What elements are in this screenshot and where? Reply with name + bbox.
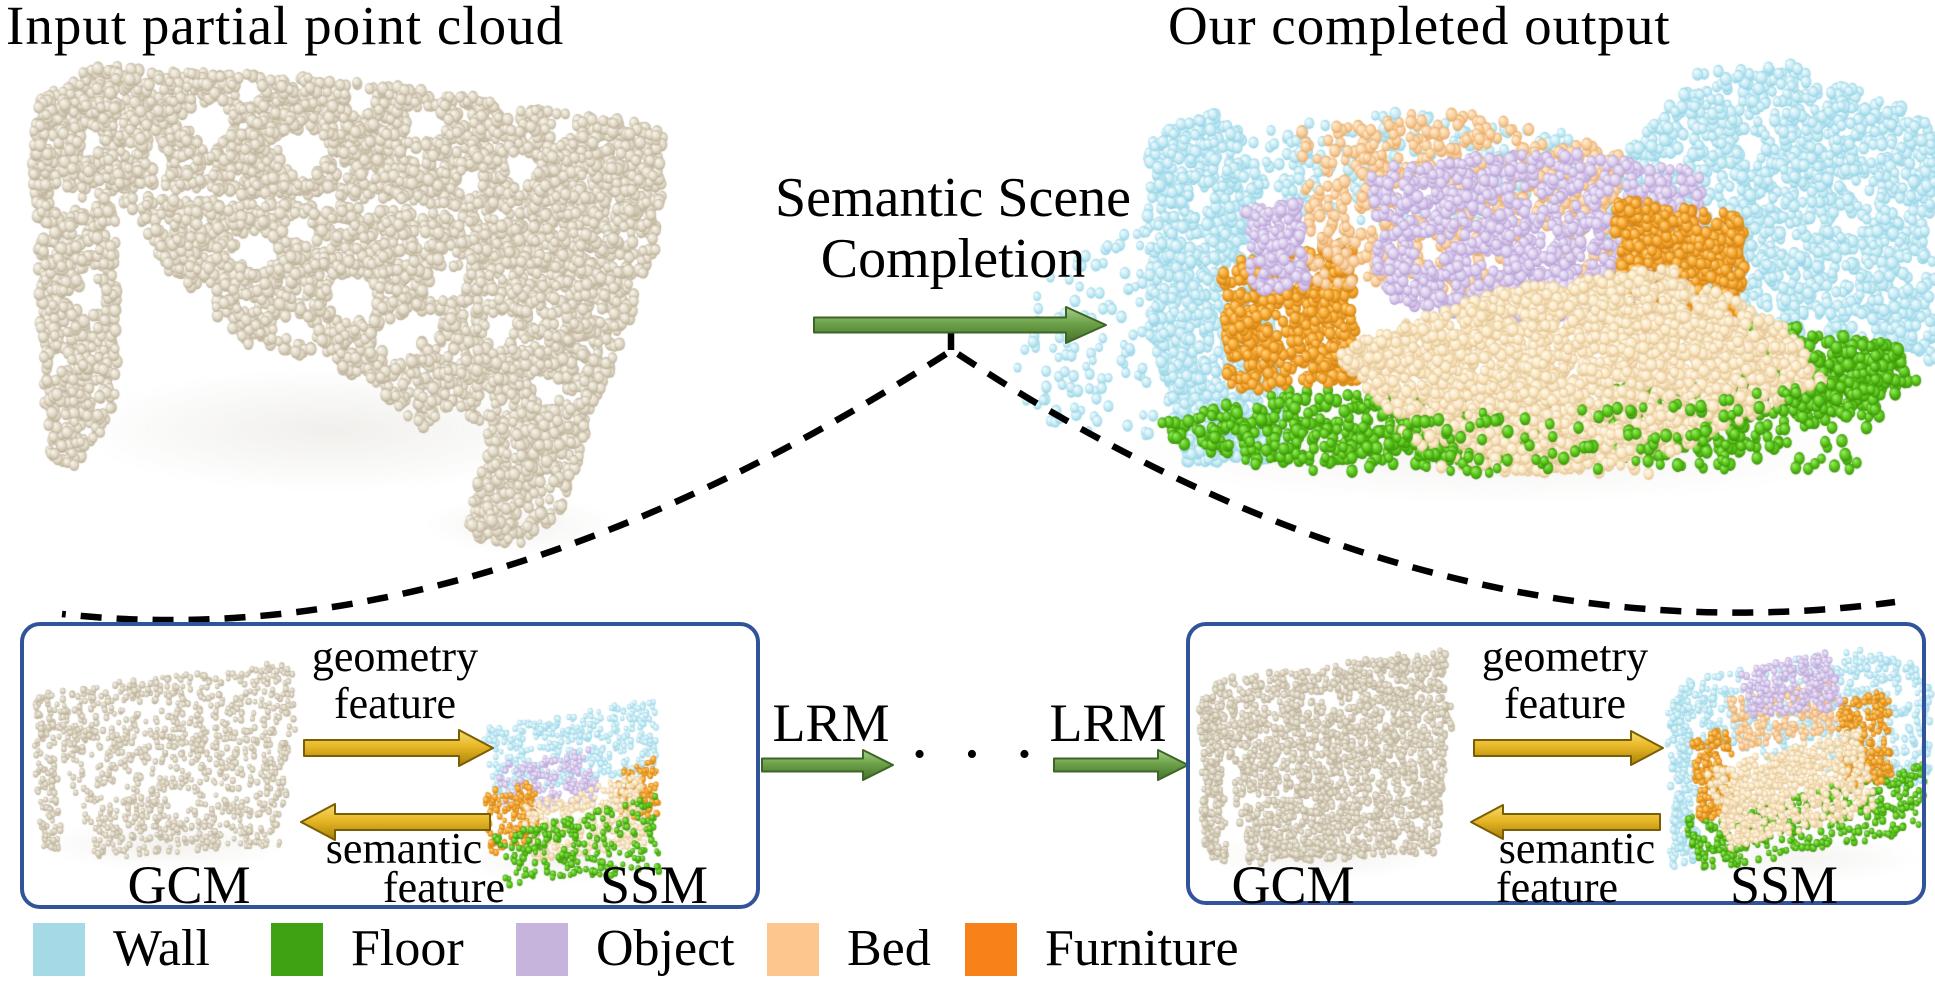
- process-label: Semantic Scene Completion: [753, 168, 1153, 290]
- geometry-feature-label-left: geometry feature: [235, 633, 555, 727]
- module-box-left: geometry feature semantic GCM feature SS…: [20, 622, 760, 915]
- process-label-line1: Semantic Scene: [774, 167, 1132, 229]
- legend-item-bed: Bed: [767, 922, 931, 976]
- output-title: Our completed output: [1168, 0, 1671, 56]
- legend-label: Furniture: [1045, 920, 1239, 977]
- lrm-ellipsis: • • •: [913, 736, 1047, 773]
- semantic-feature-word-left: feature: [382, 863, 506, 912]
- module-box-right: geometry feature semantic GCM feature SS…: [1186, 622, 1926, 915]
- legend-swatch-floor: [271, 922, 323, 976]
- geometry-feature-label-right: geometry feature: [1405, 633, 1725, 727]
- ssm-label-left: SSM: [599, 855, 709, 915]
- legend-swatch-wall: [33, 922, 85, 976]
- legend: Wall Floor Object Bed Furniture: [0, 922, 1935, 976]
- semantic-feature-arrow-left-module: [300, 803, 491, 841]
- legend-item-floor: Floor: [271, 922, 464, 976]
- geometry-feature-arrow-right-module: [1473, 730, 1664, 766]
- input-title: Input partial point cloud: [6, 0, 565, 56]
- lrm-label-1: LRM: [772, 693, 890, 753]
- lrm-arrow-2: [1053, 749, 1189, 781]
- dashed-connector-right: [956, 351, 1896, 616]
- legend-item-furniture: Furniture: [965, 922, 1239, 976]
- legend-item-wall: Wall: [33, 922, 210, 976]
- geometry-word: geometry: [311, 632, 479, 681]
- feature-word: feature: [1503, 679, 1627, 728]
- process-label-line2: Completion: [820, 228, 1086, 290]
- legend-label: Object: [596, 920, 735, 977]
- geometry-word: geometry: [1481, 632, 1649, 681]
- gcm-label-right: GCM: [1231, 855, 1355, 915]
- ssm-label-right: SSM: [1729, 855, 1839, 915]
- legend-swatch-object: [516, 922, 568, 976]
- semantic-scene-completion-arrow: [813, 306, 1107, 344]
- feature-word: feature: [333, 679, 457, 728]
- lrm-label-2: LRM: [1049, 693, 1167, 753]
- semantic-word-left: semantic: [325, 824, 483, 873]
- dashed-connector-left: [61, 351, 948, 624]
- legend-swatch-bed: [767, 922, 819, 976]
- semantic-feature-word-right: feature: [1495, 863, 1619, 912]
- legend-label: Bed: [847, 920, 931, 977]
- lrm-arrow-1: [761, 749, 894, 781]
- semantic-word-right: semantic: [1498, 824, 1656, 873]
- legend-label: Wall: [113, 920, 210, 977]
- geometry-feature-arrow-left-module: [303, 729, 494, 767]
- semantic-feature-arrow-right-module: [1470, 804, 1661, 840]
- legend-swatch-furniture: [965, 922, 1017, 976]
- legend-label: Floor: [351, 920, 464, 977]
- legend-item-object: Object: [516, 922, 735, 976]
- gcm-label-left: GCM: [127, 855, 251, 915]
